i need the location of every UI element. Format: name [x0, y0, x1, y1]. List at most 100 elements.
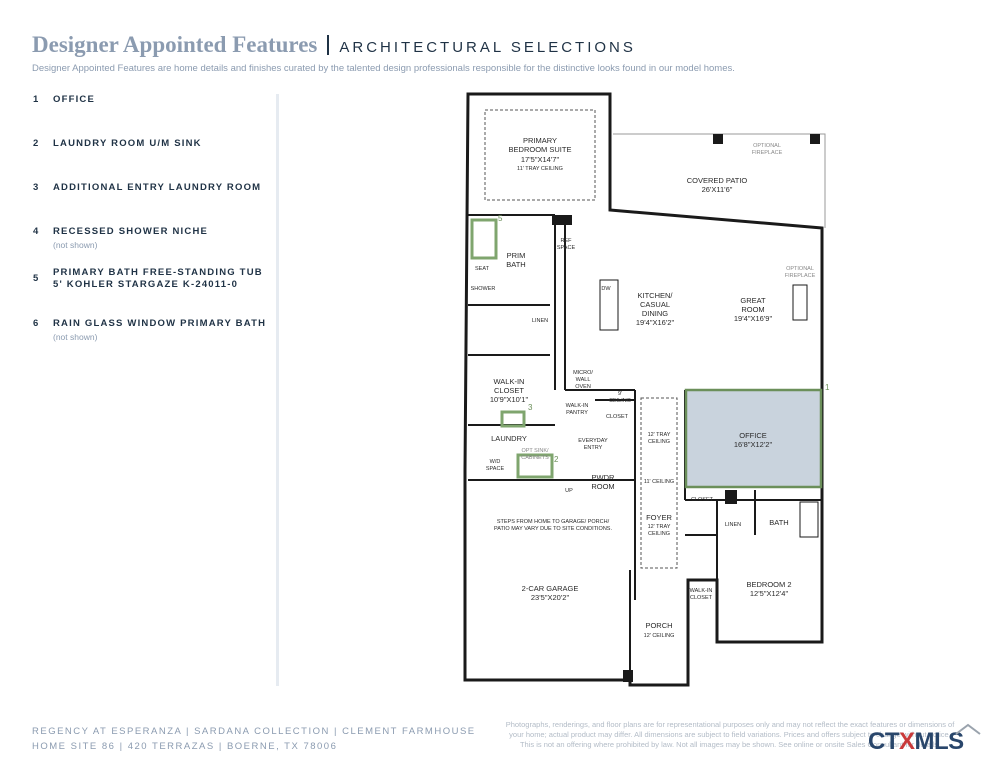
- room-label: ROOM: [741, 305, 764, 314]
- room-dimension: 12'5"X12'4": [750, 589, 789, 598]
- feature-number: 1: [33, 94, 39, 105]
- wall-block: [623, 670, 633, 682]
- ctxmls-logo: CTXMLS: [868, 728, 964, 756]
- floor-plan: PRIMARY BEDROOM SUITE 17'5"X14'7" 11' TR…: [463, 92, 830, 687]
- exterior-wall: [463, 92, 824, 687]
- room-label: BEDROOM 2: [746, 580, 791, 589]
- logo-part: MLS: [914, 728, 965, 755]
- disclaimer-line: your home; actual product may differ. Al…: [509, 730, 951, 739]
- title-separator: [327, 35, 330, 55]
- fireplace-side: [792, 284, 808, 321]
- column-divider: [276, 94, 279, 686]
- page-subtitle: ARCHITECTURAL SELECTIONS: [339, 39, 636, 56]
- room-dimension: 26'X11'6": [702, 185, 733, 194]
- tub-highlight: [470, 218, 498, 260]
- room-note: FIREPLACE: [752, 150, 783, 156]
- room-label: KITCHEN/: [637, 291, 673, 300]
- room-label: DINING: [642, 309, 668, 318]
- wall-block: [713, 134, 723, 144]
- logo-part: X: [899, 728, 915, 755]
- feature-number: 4: [33, 226, 39, 237]
- room-note: 11' TRAY CEILING: [517, 166, 563, 172]
- feature-note: (not shown): [53, 240, 98, 250]
- wall-block: [552, 215, 572, 225]
- room-note: 12' CEILING: [644, 633, 675, 639]
- footer-address: REGENCY AT ESPERANZA | SARDANA COLLECTIO…: [32, 724, 476, 754]
- room-note: UP: [565, 488, 573, 494]
- tray-ceiling-hall: [640, 397, 678, 569]
- room-note: SPACE: [486, 466, 505, 472]
- wall-block: [810, 134, 820, 144]
- sink-highlight: [516, 453, 554, 479]
- room-dimension: 16'8"X12'2": [734, 440, 773, 449]
- room-label: PORCH: [645, 621, 672, 630]
- feature-label: LAUNDRY ROOM U/M SINK: [53, 138, 202, 149]
- room-label: PWDR: [592, 473, 615, 482]
- room-label: BEDROOM SUITE: [509, 145, 572, 154]
- room-note: DW: [601, 286, 611, 292]
- room-note: 9': [618, 391, 622, 397]
- room-note: CABINETS: [521, 455, 549, 461]
- feature-markers: 1 2 3 5: [498, 214, 830, 464]
- room-note: 12' TRAY: [648, 432, 671, 438]
- room-note: MICRO/: [573, 370, 593, 376]
- room-dimension: 19'4"X16'2": [636, 318, 675, 327]
- wall-blocks: [552, 134, 820, 682]
- feature-label: OFFICE: [53, 94, 96, 105]
- patio-outline: [613, 133, 826, 228]
- room-label: PRIMARY: [523, 136, 557, 145]
- room-note: WALK-IN: [690, 588, 713, 594]
- room-label: BATH: [769, 518, 788, 527]
- tray-ceiling-outline: [484, 109, 596, 201]
- marker-label: 5: [498, 214, 503, 223]
- room-label: ROOM: [591, 482, 614, 491]
- room-dimension: 23'5"X20'2": [531, 593, 570, 602]
- feature-label-line2: 5' KOHLER STARGAZE K-24011-0: [53, 279, 239, 290]
- page-header: Designer Appointed Features ARCHITECTURA…: [32, 32, 636, 58]
- room-note: CEILING: [648, 531, 670, 537]
- room-note: EVERYDAY: [578, 438, 608, 444]
- garage-note: STEPS FROM HOME TO GARAGE/ PORCH/: [497, 519, 610, 525]
- marker-label: 3: [528, 403, 533, 412]
- room-note: SPACE: [557, 245, 576, 251]
- room-note: LINEN: [725, 522, 741, 528]
- room-note: OPTIONAL: [786, 266, 814, 272]
- feature-number: 6: [33, 318, 39, 329]
- room-note: CLOSET: [691, 497, 714, 503]
- room-label: 2-CAR GARAGE: [522, 584, 579, 593]
- room-note: SHOWER: [471, 286, 496, 292]
- feature-number: 2: [33, 138, 39, 149]
- room-label: PRIM: [507, 251, 526, 260]
- marker-label: 2: [554, 455, 559, 464]
- logo-part: CT: [868, 728, 900, 755]
- office-highlight: [684, 388, 823, 489]
- feature-label: RAIN GLASS WINDOW PRIMARY BATH: [53, 318, 267, 329]
- room-label: FOYER: [646, 513, 672, 522]
- wall-block: [725, 490, 737, 504]
- footer-line: REGENCY AT ESPERANZA | SARDANA COLLECTIO…: [32, 726, 476, 737]
- room-note: CEILING: [648, 439, 670, 445]
- room-note: SEAT: [475, 266, 490, 272]
- room-label: BATH: [506, 260, 525, 269]
- room-note: CLOSET: [690, 595, 713, 601]
- disclaimer: Photographs, renderings, and floor plans…: [505, 720, 955, 750]
- garage-note: PATIO MAY VARY DUE TO SITE CONDITIONS.: [494, 526, 612, 532]
- room-note: ENTRY: [584, 445, 603, 451]
- intro-text: Designer Appointed Features are home det…: [32, 63, 735, 74]
- room-note: REF: [561, 238, 573, 244]
- room-note: PANTRY: [566, 410, 588, 416]
- room-label: CASUAL: [640, 300, 670, 309]
- room-label: GREAT: [740, 296, 766, 305]
- room-label: WALK-IN: [494, 377, 525, 386]
- feature-label: ADDITIONAL ENTRY LAUNDRY ROOM: [53, 182, 262, 193]
- room-note: W/D: [490, 459, 501, 465]
- feature-number: 3: [33, 182, 39, 193]
- marker-label: 1: [825, 383, 830, 392]
- room-note: 11' CEILING: [644, 479, 674, 485]
- room-label: CLOSET: [494, 386, 524, 395]
- room-note: OVEN: [575, 384, 591, 390]
- feature-note: (not shown): [53, 332, 98, 342]
- footer-line: HOME SITE 86 | 420 TERRAZAS | BOERNE, TX…: [32, 741, 338, 752]
- feature-label: RECESSED SHOWER NICHE: [53, 226, 209, 237]
- house-icon: [955, 723, 981, 735]
